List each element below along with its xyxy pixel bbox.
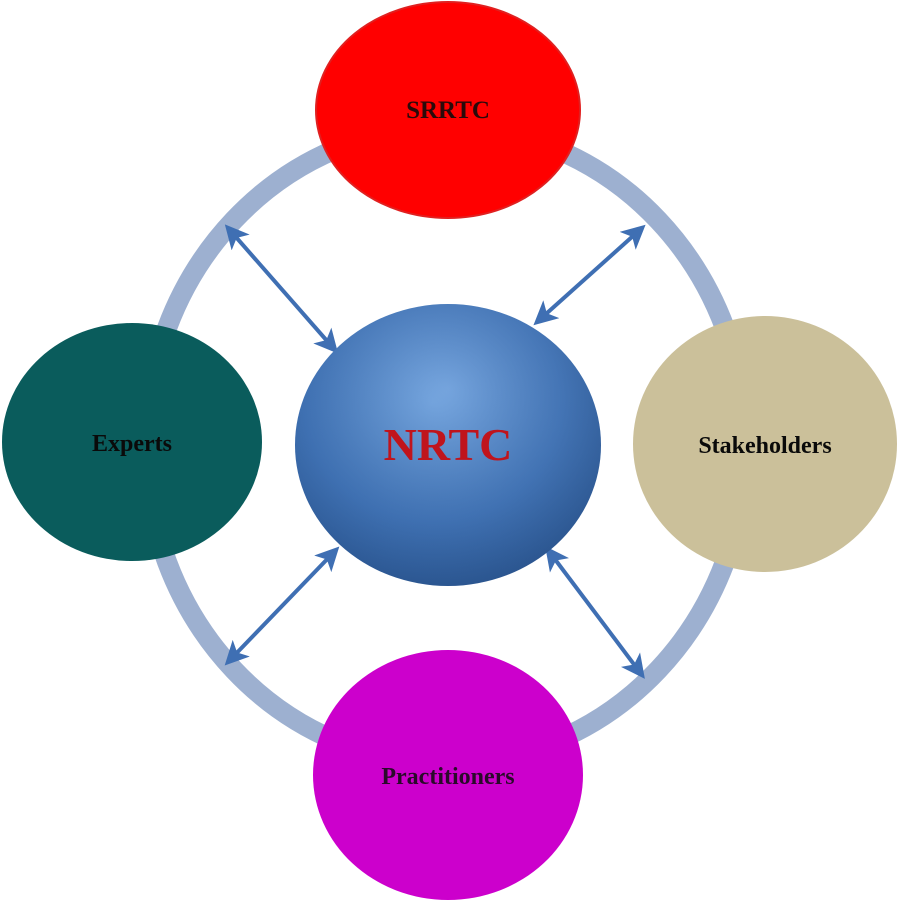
node-stakeholders-label: Stakeholders xyxy=(698,433,831,459)
node-stakeholders: Stakeholders xyxy=(633,316,897,572)
node-practitioners-shape xyxy=(313,650,583,900)
node-srrtc: SRRTC xyxy=(315,1,581,219)
arrow-center-to-bottomleft xyxy=(224,546,340,666)
arrow-center-to-topright xyxy=(533,224,646,326)
node-srrtc-label: SRRTC xyxy=(406,97,490,124)
node-stakeholders-shape xyxy=(633,316,897,572)
node-nrtc-label: NRTC xyxy=(384,419,513,470)
node-srrtc-shape xyxy=(315,1,581,219)
arrow-center-to-bottomright xyxy=(545,546,645,679)
node-nrtc-highlight xyxy=(295,304,601,586)
node-experts-shape xyxy=(2,323,262,561)
node-nrtc: NRTC xyxy=(295,304,601,586)
node-practitioners-label: Practitioners xyxy=(381,764,514,790)
node-experts: Experts xyxy=(2,323,262,561)
node-experts-label: Experts xyxy=(92,431,172,457)
node-practitioners: Practitioners xyxy=(313,650,583,900)
arrow-center-to-topleft xyxy=(224,224,339,354)
